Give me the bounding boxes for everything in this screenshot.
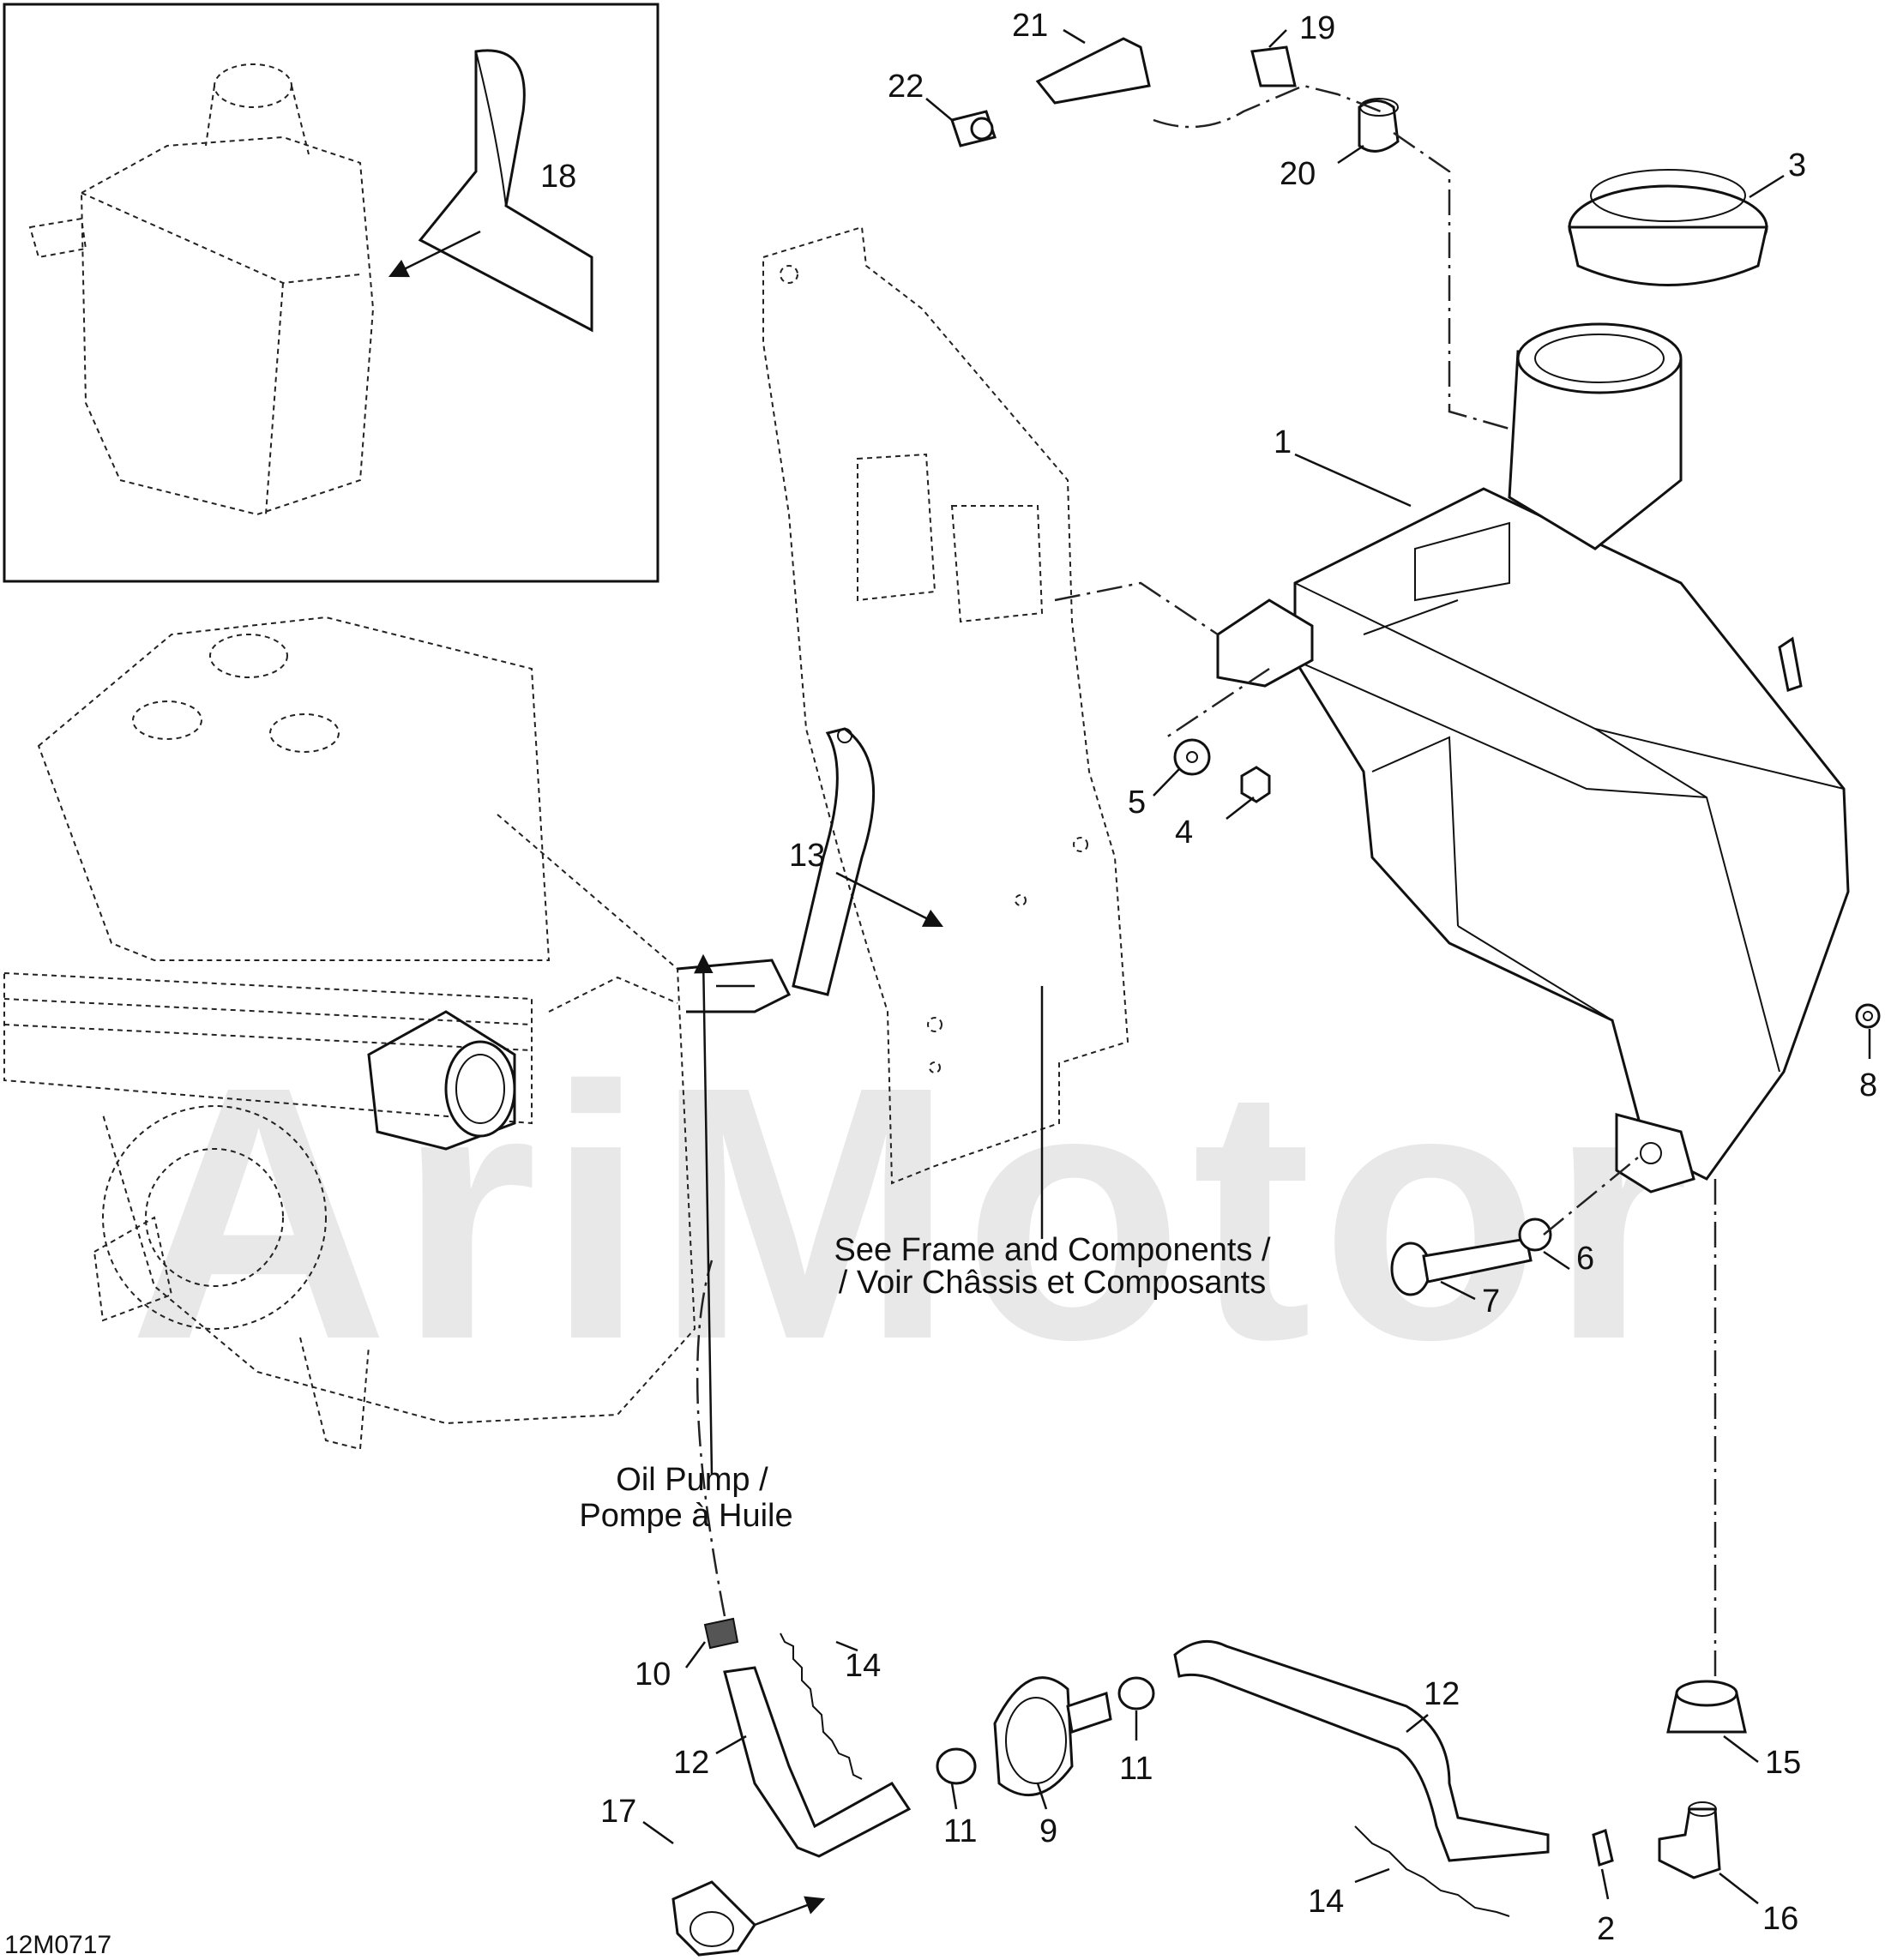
callout-20: 20 [1280, 156, 1316, 192]
frame-note-line-2: / Voir Châssis et Composants [839, 1265, 1266, 1301]
inset-heat-shield [418, 49, 593, 333]
pump-note: Oil Pump / Pompe à Huile [579, 1462, 792, 1534]
assembly-centerlines [696, 84, 1717, 1676]
callout-22: 22 [888, 69, 924, 105]
part-12-short-hose [723, 1666, 912, 1858]
inset-oil-tank [28, 63, 375, 516]
lower-oil-line [671, 1617, 1747, 1957]
part-3-cap [1568, 169, 1768, 286]
part-11-clamp-a [936, 1747, 977, 1785]
part-8-plug [1855, 1003, 1881, 1029]
engine-phantom [3, 616, 696, 1451]
callout-17: 17 [600, 1794, 636, 1830]
callout-18: 18 [540, 159, 576, 195]
intake-fitting [367, 959, 792, 1151]
callout-labels: 1 2 3 4 5 6 7 8 9 10 11 11 12 12 13 14 1… [540, 8, 1877, 1947]
frame-note: See Frame and Components / / Voir Châssi… [834, 1232, 1270, 1301]
callout-12b: 12 [1424, 1676, 1460, 1712]
part-10-fitting [703, 1617, 739, 1650]
callout-5: 5 [1128, 785, 1146, 821]
callout-6: 6 [1576, 1241, 1594, 1277]
part-17-clamp [671, 1880, 756, 1957]
part-9-filter [993, 1676, 1074, 1797]
vent-line-parts [950, 37, 1400, 153]
callout-13: 13 [789, 838, 825, 874]
pump-note-line-2: Pompe à Huile [579, 1498, 792, 1534]
part-6-lockwasher [1518, 1217, 1552, 1252]
drawing-code: 12M0717 [4, 1931, 111, 1959]
part-7-bolt [1390, 1237, 1533, 1296]
callout-14a: 14 [845, 1648, 881, 1684]
callout-14b: 14 [1308, 1884, 1344, 1920]
callout-19: 19 [1299, 10, 1335, 46]
callout-21: 21 [1012, 8, 1048, 44]
part-16-elbow [1658, 1807, 1721, 1879]
leader-lines [642, 28, 1871, 1927]
callout-3: 3 [1788, 147, 1806, 183]
frame-panel-phantom [762, 225, 1129, 1185]
watermark: AriMotor [129, 1013, 1698, 1415]
callout-7: 7 [1482, 1284, 1500, 1320]
callout-9: 9 [1039, 1813, 1057, 1849]
callout-8: 8 [1859, 1067, 1877, 1103]
pump-note-line-1: Oil Pump / [616, 1462, 768, 1498]
part-5-washer [1173, 738, 1211, 776]
callout-15: 15 [1765, 1745, 1801, 1781]
callout-10: 10 [635, 1656, 671, 1692]
callout-4: 4 [1175, 815, 1193, 851]
part-13-guard [792, 727, 876, 996]
part-21-hose [1035, 37, 1151, 105]
part-4-nut [1240, 766, 1271, 803]
frame-note-line-1: See Frame and Components / [834, 1232, 1270, 1268]
part-1-oil-tank [1216, 322, 1850, 1193]
callout-12a: 12 [673, 1745, 709, 1781]
inset-panel [3, 3, 659, 583]
callout-16: 16 [1762, 1901, 1798, 1937]
part-11-clamp-b [1117, 1676, 1155, 1710]
callout-11a: 11 [943, 1813, 977, 1849]
part-2-clip [1592, 1829, 1614, 1867]
callout-2: 2 [1597, 1911, 1615, 1947]
part-14-spring-b [1354, 1825, 1510, 1917]
part-14-spring-a [780, 1632, 863, 1780]
callout-11b: 11 [1119, 1751, 1153, 1787]
callout-1: 1 [1274, 424, 1292, 460]
part-12-long-hose [1173, 1639, 1550, 1862]
